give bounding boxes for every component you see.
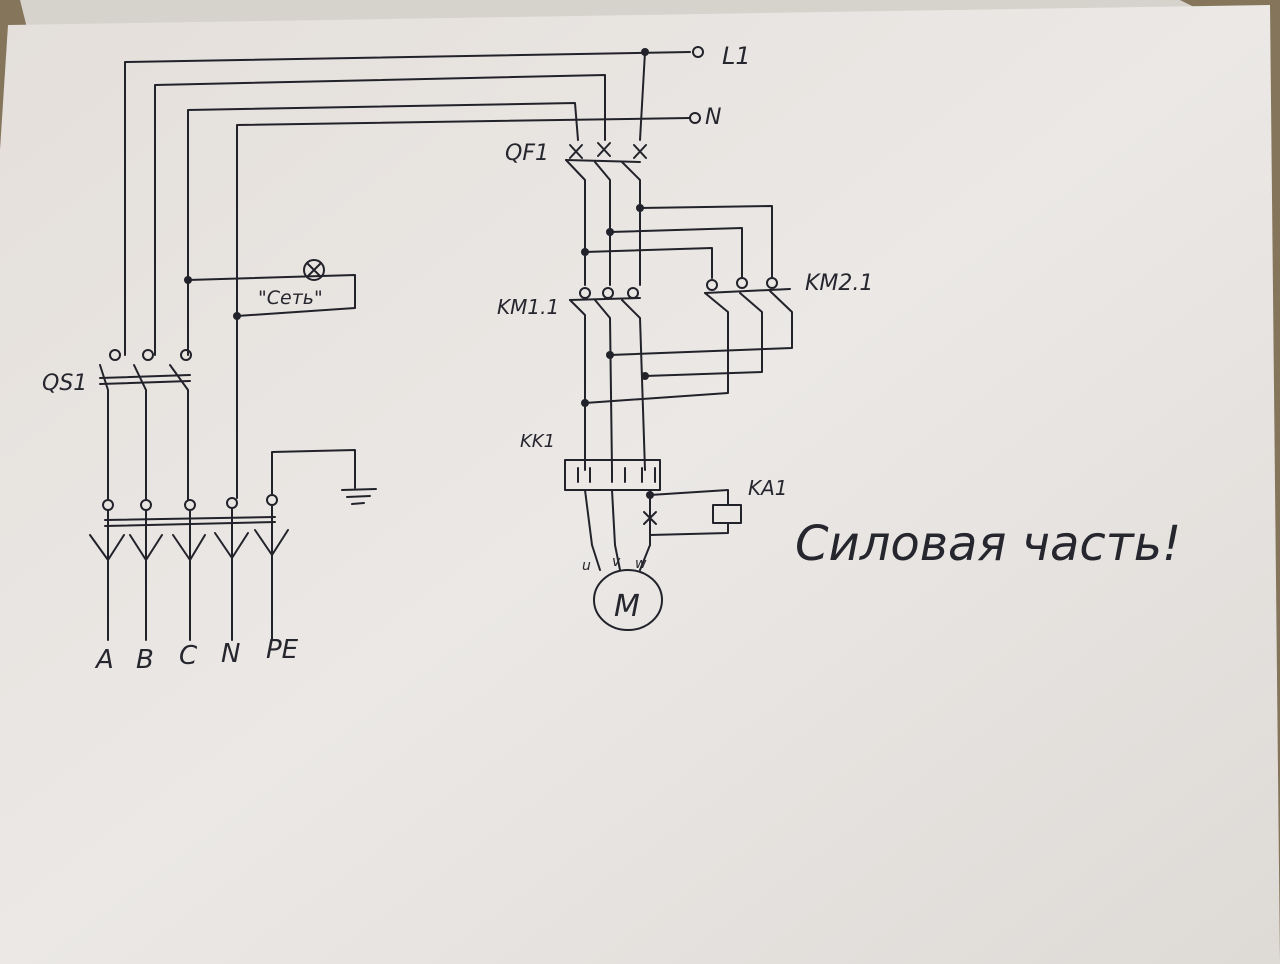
ka1-label: KA1 bbox=[748, 476, 788, 500]
motor-symbol bbox=[593, 569, 663, 631]
lamp-label: "Сеть" bbox=[258, 287, 323, 309]
l1-label: L1 bbox=[722, 42, 751, 70]
km2-label: KM2.1 bbox=[805, 271, 873, 296]
n-terminal bbox=[689, 112, 701, 124]
n-label: N bbox=[705, 105, 721, 130]
ka1-relay bbox=[643, 489, 742, 536]
km1-label: KM1.1 bbox=[497, 295, 559, 319]
qs1-switch bbox=[99, 349, 192, 501]
motor-label: M bbox=[614, 589, 640, 624]
l1-terminal bbox=[692, 46, 704, 58]
qf1-label: QF1 bbox=[505, 141, 549, 166]
terminal-label-c: C bbox=[179, 641, 198, 671]
terminal-label-n: N bbox=[221, 639, 240, 669]
supply-lines bbox=[124, 46, 704, 499]
km2-branch bbox=[581, 204, 773, 279]
km1-contactor bbox=[569, 287, 646, 471]
terminal-label-b: B bbox=[136, 645, 154, 675]
phase-v-label: v bbox=[612, 554, 621, 570]
kk1-overload bbox=[564, 459, 661, 571]
lamp-indicator bbox=[184, 259, 356, 320]
qf1-breaker bbox=[565, 142, 647, 286]
caption: Силовая часть! bbox=[795, 516, 1181, 572]
terminal-label-a: A bbox=[94, 645, 114, 675]
phase-u-label: u bbox=[582, 558, 591, 574]
terminal-label-pe: PE bbox=[266, 635, 299, 665]
phase-w-label: w bbox=[635, 556, 647, 572]
terminal-block bbox=[89, 449, 377, 641]
kk1-label: KK1 bbox=[520, 431, 555, 452]
km2-contactor bbox=[581, 277, 793, 407]
qs1-label: QS1 bbox=[42, 371, 87, 396]
connectors bbox=[89, 504, 289, 641]
paper-sheet bbox=[0, 5, 1280, 964]
